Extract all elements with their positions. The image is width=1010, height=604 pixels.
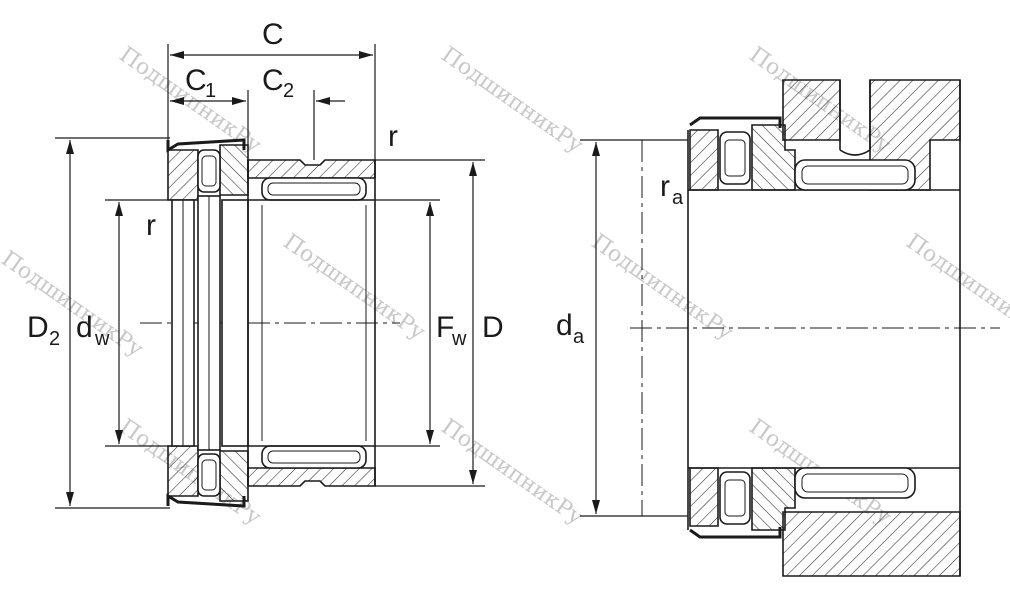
label-D2: D xyxy=(27,311,49,344)
axial-ring-top xyxy=(167,149,199,201)
label-ra: r xyxy=(660,170,670,203)
axial-cage-top xyxy=(219,144,249,196)
radial-outer-ring-bottom xyxy=(247,467,376,487)
outer-cap-bottom xyxy=(166,493,246,508)
label-D: D xyxy=(482,311,504,344)
mounting-view xyxy=(630,79,1000,577)
label-C: C xyxy=(262,18,284,51)
label-r-top: r xyxy=(388,120,398,153)
label-Fw: F xyxy=(436,311,454,344)
axial-ring-bottom xyxy=(167,445,199,497)
label-C2: C xyxy=(262,64,284,97)
label-C1: C xyxy=(185,64,207,97)
watermark: ПодшипникРу xyxy=(437,414,588,530)
label-C1-sub: 1 xyxy=(205,80,216,102)
label-dw: d xyxy=(76,311,93,344)
label-r-left: r xyxy=(146,209,156,242)
label-D2-sub: 2 xyxy=(49,328,60,350)
axial-roller-bottom xyxy=(197,453,221,497)
axial-cage-bottom xyxy=(219,450,249,502)
label-Fw-sub: w xyxy=(451,328,467,350)
label-da-sub: a xyxy=(573,326,585,348)
outer-cap-top xyxy=(166,138,246,153)
housing-bottom xyxy=(782,511,961,577)
mount-cap-top xyxy=(689,116,782,128)
mount-cap-bottom xyxy=(689,527,782,539)
label-dw-sub: w xyxy=(94,328,110,350)
housing-top xyxy=(782,79,841,141)
right-labels: d a r a xyxy=(556,170,684,348)
label-C2-sub: 2 xyxy=(283,80,294,102)
right-dimensions xyxy=(580,139,688,517)
axial-roller-top xyxy=(197,149,221,193)
label-da: d xyxy=(556,309,573,342)
needle-roller-top xyxy=(261,177,367,201)
label-ra-sub: a xyxy=(672,187,684,209)
left-labels: C C 1 C 2 r r D 2 d w F w D xyxy=(27,18,504,350)
watermark: ПодшипникРу xyxy=(437,42,588,158)
left-dimensions xyxy=(55,44,485,509)
watermarks: ПодшипникРу ПодшипникРу ПодшипникРу Подш… xyxy=(0,42,1010,530)
watermark: ПодшипникРу xyxy=(279,229,430,345)
watermark: ПодшипникРу xyxy=(0,246,147,362)
radial-outer-ring-top xyxy=(247,159,376,179)
bearing-section-view xyxy=(140,138,400,508)
needle-roller-bottom xyxy=(261,445,367,469)
